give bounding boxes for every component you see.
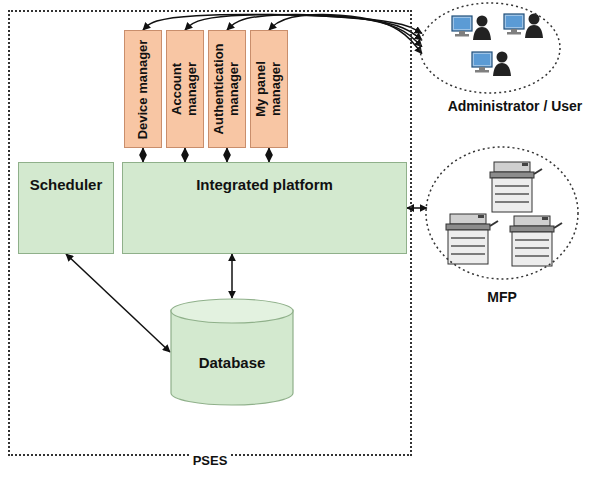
- connector-arrow: [231, 254, 233, 298]
- group-ellipse: [420, 3, 560, 93]
- connector-arrow: [407, 207, 427, 209]
- database-cylinder: Database: [170, 298, 294, 406]
- manager-box: My panel manager: [250, 30, 288, 148]
- node-label: Integrated platform: [196, 176, 333, 193]
- node-label: My panel manager: [254, 35, 284, 143]
- user-computer-icon: [472, 52, 511, 77]
- connector-arrow: [142, 148, 144, 162]
- node-label: PSES: [189, 454, 232, 469]
- user-computer-icon: [504, 14, 543, 39]
- manager-box: Authentication manager: [208, 30, 246, 148]
- device-group: MFP: [422, 145, 582, 305]
- connector-arrow: [268, 148, 270, 162]
- platform-box: Integrated platform: [122, 162, 407, 254]
- printer-icon: [446, 214, 498, 264]
- group-ellipse: [426, 147, 578, 279]
- connector-arrow: [269, 15, 422, 54]
- node-label: Database: [199, 354, 266, 371]
- node-label: Account manager: [170, 35, 200, 143]
- printer-icon: [510, 216, 562, 266]
- node-label: Administrator / User: [448, 98, 583, 114]
- ellipse-outline: [422, 145, 582, 305]
- connector-arrow: [184, 148, 186, 162]
- user-group: Administrator / User: [418, 2, 612, 114]
- node-label: Device manager: [136, 35, 151, 143]
- cylinder-body: [171, 310, 293, 405]
- connector-arrow: [66, 254, 170, 352]
- printer-icon: [490, 162, 542, 212]
- connector-arrow: [226, 148, 228, 162]
- process-box: Scheduler: [18, 162, 114, 254]
- system-boundary: Device manager Account manager Authenticat…: [8, 10, 412, 456]
- label-holder: PSES: [10, 454, 410, 469]
- cylinder-top: [171, 299, 293, 323]
- user-computer-icon: [452, 16, 491, 41]
- manager-box: Account manager: [166, 30, 204, 148]
- node-label: MFP: [487, 289, 517, 305]
- node-label: Scheduler: [30, 176, 103, 193]
- ellipse-outline: [418, 2, 612, 114]
- manager-box: Device manager: [124, 30, 162, 148]
- node-label: Authentication manager: [212, 35, 242, 143]
- cylinder-outline: [170, 298, 294, 406]
